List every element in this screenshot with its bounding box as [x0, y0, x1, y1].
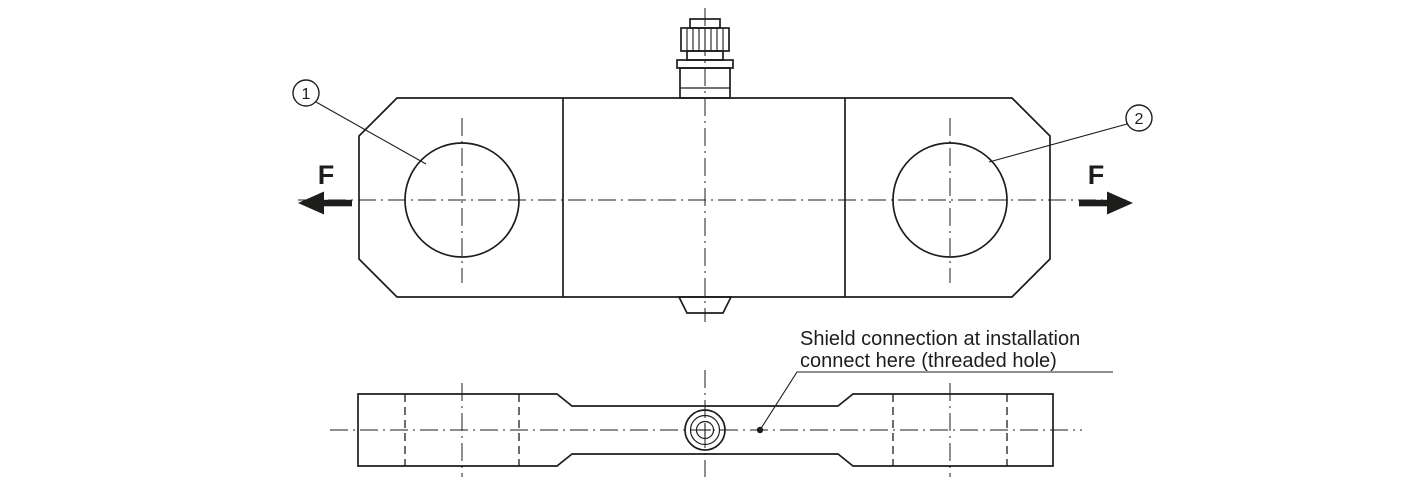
load-cell-body-outline	[358, 97, 1051, 298]
force-arrow-right-shaft	[1079, 199, 1109, 207]
connector-face-middle-circle	[689, 414, 721, 446]
connector-face-outer-circle	[684, 409, 726, 451]
force-label-left: F	[318, 160, 335, 190]
shield-annotation-line2: connect here (threaded hole)	[800, 350, 1057, 372]
shield-annotation-leader-dot	[756, 426, 764, 434]
force-arrow-left	[298, 191, 352, 215]
shield-annotation: Shield connection at installation connec…	[756, 328, 1113, 434]
force-label-right: F	[1088, 160, 1105, 190]
front-view	[358, 97, 1051, 298]
hidden-hole-edges	[404, 394, 1008, 466]
side-view	[357, 393, 1054, 467]
connector-body	[679, 67, 731, 99]
balloon-2-number: 2	[1135, 111, 1144, 128]
shield-annotation-line1: Shield connection at installation	[800, 328, 1080, 350]
balloon-1-leader	[315, 101, 427, 165]
balloon-2-circle	[1125, 104, 1153, 132]
balloon-1-number: 1	[302, 86, 311, 103]
side-view-outline	[357, 393, 1054, 467]
right-load-hole	[892, 142, 1008, 258]
balloon-2: 2	[988, 104, 1153, 163]
threaded-hole-connector-face	[684, 409, 726, 451]
balloon-2-leader	[988, 123, 1128, 163]
force-arrow-left-head	[298, 191, 324, 215]
connector-face-inner-circle	[695, 420, 715, 440]
balloon-1: 1	[292, 79, 427, 165]
balloon-1-circle	[292, 79, 320, 107]
connector-knurl-hatching	[686, 28, 724, 51]
force-arrow-left-shaft	[322, 199, 352, 207]
force-arrow-right-head	[1107, 191, 1133, 215]
left-load-hole	[404, 142, 520, 258]
shield-annotation-leader	[759, 371, 1113, 431]
bottom-boss	[677, 296, 733, 314]
connector-plug	[676, 18, 734, 99]
force-arrow-right	[1079, 191, 1133, 215]
